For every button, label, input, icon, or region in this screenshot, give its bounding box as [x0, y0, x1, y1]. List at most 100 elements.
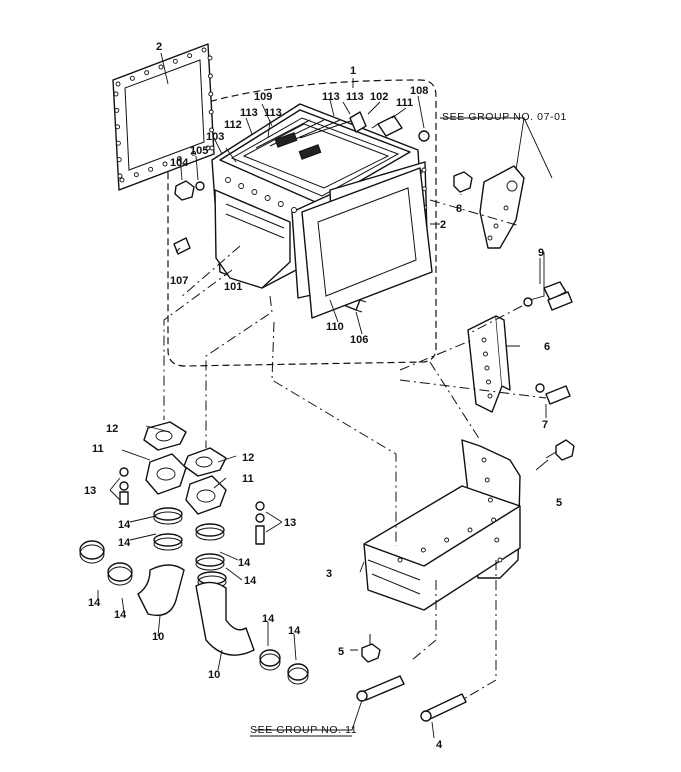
bolt-hole [483, 351, 488, 357]
hose-clamp [79, 540, 105, 560]
hose-clamp [107, 562, 133, 582]
bolt-hole [207, 55, 213, 61]
hose-clamp-band [79, 544, 105, 564]
bolt-hole [484, 365, 490, 371]
bolt-hole [113, 91, 119, 97]
flange-12-left [143, 421, 187, 451]
bolt-hole [497, 557, 503, 563]
bolt-hole [486, 379, 491, 385]
bolt-hole [209, 127, 215, 133]
callout-113: 113 [240, 107, 258, 119]
bolt-long-11 [356, 675, 405, 702]
bolt-hole [467, 527, 473, 533]
nut-104 [174, 180, 195, 201]
callout-12: 12 [106, 423, 118, 435]
callout-14: 14 [88, 597, 101, 609]
callout-11: 11 [92, 443, 104, 455]
reference-group-07-01: SEE GROUP NO. 07-01 [442, 111, 567, 123]
bolt-hole [201, 47, 207, 53]
bolt-5-lower [361, 634, 381, 663]
fitting-102 [349, 111, 367, 133]
callout-105: 105 [190, 145, 208, 157]
callout-104: 104 [170, 157, 189, 169]
bolt-hole [487, 393, 493, 399]
bracket-3 [363, 439, 521, 611]
bolt-long-4 [420, 693, 467, 722]
bracket-6 [467, 315, 511, 413]
bolt-hole [264, 195, 271, 201]
bolt-hole [421, 167, 427, 173]
callout-14: 14 [262, 613, 275, 625]
hose-10-left [137, 564, 185, 617]
bolt-hole [481, 337, 487, 343]
hose-clamp [195, 523, 225, 537]
callout-8: 8 [456, 203, 462, 215]
bolt-hole [494, 537, 500, 543]
bolt-hole [114, 107, 120, 113]
callout-109: 109 [254, 91, 272, 103]
hose-clamp [259, 649, 281, 667]
hose-clamps-14 [79, 507, 309, 685]
gasket-2-left [112, 43, 215, 191]
bolt-hole [444, 537, 450, 543]
gasket-2-right [301, 167, 433, 319]
bolt-hole [116, 157, 122, 163]
bolt-hole [397, 557, 403, 563]
hose-clamp [153, 533, 183, 547]
bolt-hole [209, 145, 215, 151]
callout-2: 2 [156, 41, 162, 53]
callout-6: 6 [544, 341, 550, 353]
bolt-hole [205, 145, 211, 151]
callout-113: 113 [322, 91, 340, 103]
bolt-hole [484, 477, 490, 483]
callout-13: 13 [84, 485, 96, 497]
callout-2: 2 [440, 219, 446, 231]
bolt-hole [491, 517, 497, 523]
bolts-13-right [255, 501, 265, 545]
bolt-hole [208, 109, 214, 115]
callout-14: 14 [288, 625, 301, 637]
callout-11: 11 [242, 473, 254, 485]
bolt-hole [117, 173, 123, 179]
assembly-1-boundary [167, 79, 437, 367]
leader-lines [97, 52, 553, 739]
bolt-hole [115, 81, 121, 87]
bolts-13-left [119, 467, 129, 505]
callout-102: 102 [370, 91, 388, 103]
callout-1: 1 [350, 65, 356, 77]
callout-5: 5 [338, 646, 344, 658]
bolt-hole [115, 140, 121, 146]
sensor-111 [371, 115, 403, 137]
callout-10: 10 [152, 631, 164, 643]
bolt-5-upper [545, 439, 575, 461]
callout-106: 106 [350, 334, 368, 346]
callout-13: 13 [284, 517, 296, 529]
elbow-11-left [145, 453, 187, 495]
callout-110: 110 [326, 321, 344, 333]
hose-clamp-band [107, 566, 133, 586]
callout-108: 108 [410, 85, 428, 97]
bolt-hole [225, 177, 231, 183]
bolt-hole [487, 497, 493, 503]
callout-14: 14 [114, 609, 127, 621]
elbow-11-right [185, 475, 227, 515]
bolt-hole [119, 177, 125, 183]
callout-103: 103 [206, 131, 224, 143]
hose-clamp-band [259, 653, 281, 671]
bolts-9 [523, 281, 573, 311]
hose-clamp-band [287, 667, 309, 685]
callout-12: 12 [242, 452, 254, 464]
bolt-hole [191, 150, 197, 156]
bolt-hole [481, 457, 487, 463]
hose-clamp-band [153, 511, 183, 525]
callout-101: 101 [224, 281, 242, 293]
bracket-upper [479, 165, 525, 249]
bolt-hole [420, 547, 426, 553]
bolt-hole [238, 183, 245, 189]
callout-14: 14 [244, 575, 257, 587]
callout-113: 113 [346, 91, 364, 103]
hose-10-right [195, 581, 255, 656]
bolt-hole [162, 161, 168, 167]
bolt-hole [148, 166, 154, 172]
plug-108 [418, 130, 430, 142]
